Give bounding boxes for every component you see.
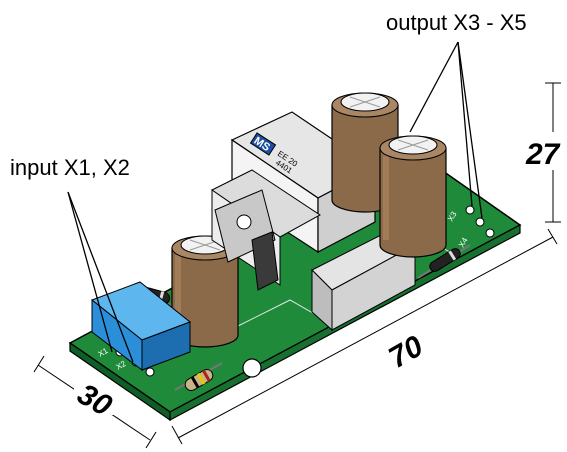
mounting-hole: [242, 358, 262, 378]
pin-label-x2: X2: [115, 359, 128, 372]
capacitor-output-front: [379, 135, 447, 258]
pin-label-x3: X3: [446, 210, 459, 223]
output-label: output X3 - X5: [386, 10, 527, 35]
pin-label-x1: X1: [97, 346, 110, 359]
dimension-width: 30: [72, 378, 118, 423]
voltage-regulator: [214, 189, 279, 291]
diode-output: [417, 244, 471, 279]
dimension-height: 27: [525, 138, 561, 171]
resistor: [174, 362, 223, 391]
input-label: input X1, X2: [10, 155, 130, 180]
pin-label-x4: X4: [457, 236, 470, 249]
brand-badge: [249, 132, 277, 156]
leader-lines: [67, 41, 483, 363]
